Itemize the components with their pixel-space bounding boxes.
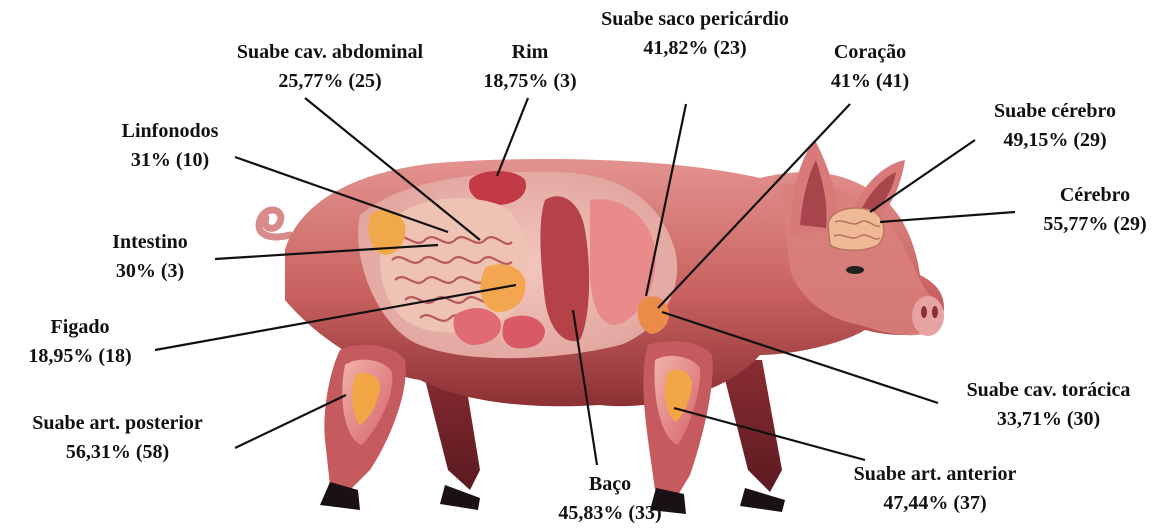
label-linfonodos: Linfonodos 31% (10) <box>85 117 255 175</box>
label-suabe-cav-abdominal: Suabe cav. abdominal 25,77% (25) <box>195 38 465 96</box>
label-cerebro: Cérebro 55,77% (29) <box>1025 181 1165 239</box>
label-suabe-art-posterior: Suabe art. posterior 56,31% (58) <box>0 409 235 467</box>
label-figado: Figado 18,95% (18) <box>5 313 155 371</box>
label-baco: Baço 45,83% (33) <box>530 470 690 528</box>
label-suabe-art-anterior: Suabe art. anterior 47,44% (37) <box>815 460 1055 518</box>
label-intestino: Intestino 30% (3) <box>75 228 225 286</box>
rear-leg <box>320 345 406 510</box>
label-coracao: Coração 41% (41) <box>800 38 940 96</box>
brain <box>828 208 884 250</box>
label-suabe-cav-toracica: Suabe cav. torácica 33,71% (30) <box>930 376 1167 434</box>
eye <box>846 266 864 274</box>
snout <box>912 296 944 336</box>
label-suabe-saco-pericardio: Suabe saco pericárdio 41,82% (23) <box>565 5 825 63</box>
label-suabe-cerebro: Suabe cérebro 49,15% (29) <box>960 97 1150 155</box>
tail <box>259 210 290 237</box>
